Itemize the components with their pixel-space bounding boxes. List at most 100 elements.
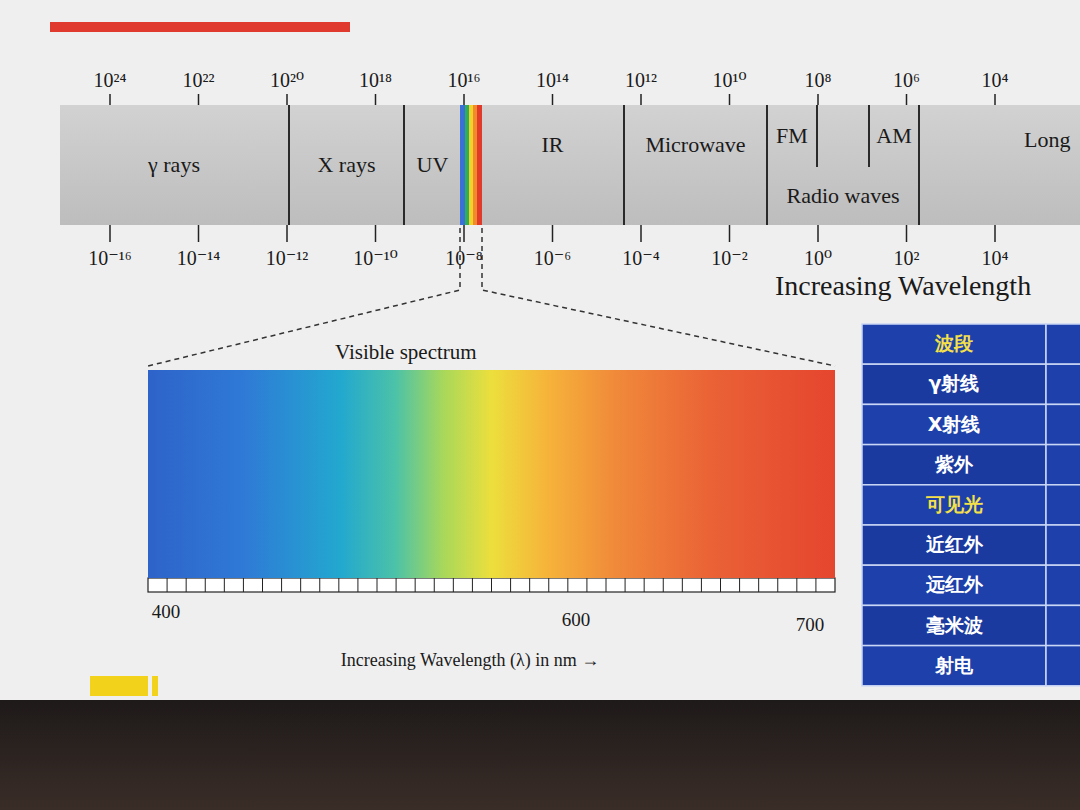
zoom-lines [148,228,835,366]
ruler-tick [300,578,301,592]
band-segment: Long [920,105,1080,225]
table-cell-box [1046,605,1080,645]
table-cell-box [1046,324,1080,364]
table-cell-box [1046,525,1080,565]
table-cell: X射线 [928,412,981,438]
table-cell-box [1046,404,1080,444]
tick [198,94,200,105]
ruler-tick [491,578,492,592]
rainbow-stripe [473,105,477,225]
ruler-tick [529,578,530,592]
wavelength-label: 10⁻⁴ [622,246,660,270]
frequency-label: 10¹⁴ [536,69,569,92]
wavelength-label: 10⁻⁶ [534,246,572,270]
spectrum-heading: Visible spectrum [335,340,477,365]
wavelength-label: 10⁴ [982,247,1009,270]
tick [286,225,288,242]
wavelength-label: 10⁻¹² [266,246,309,270]
table-cell: 近红外 [926,532,983,558]
ruler-tick [510,578,511,592]
scale-number: 600 [562,609,591,631]
ruler-tick [377,578,378,592]
band-segment: Microwave [625,105,768,225]
ruler-tick [319,578,320,592]
ruler-tick [262,578,263,592]
tick [463,94,465,105]
ruler-tick [205,578,206,592]
table-cell-box [1046,445,1080,485]
tick [906,225,908,242]
table-cell: 可见光 [926,492,983,518]
tick [994,225,996,242]
band-segment: FM [768,105,818,167]
wavelength-label: 10⁻² [711,246,748,270]
frequency-label: 10²² [183,69,215,92]
tick [463,225,465,242]
wavelength-label: 10⁻⁸ [445,246,483,270]
wavelength-label: 10⁻¹⁴ [177,246,221,270]
red-bar [50,22,350,32]
table-cell: 紫外 [935,452,973,478]
tick [552,94,554,105]
ruler-tick [243,578,244,592]
band-segment: IR [482,105,625,225]
tick [906,94,908,105]
ruler-tick [186,578,187,592]
table-cell-box [862,646,1046,686]
ruler-tick [777,578,778,592]
ruler-tick [758,578,759,592]
band-name: FM [776,123,808,149]
band-name: IR [542,132,564,158]
table-cell-box [862,364,1046,404]
tick [109,225,111,242]
spectrum-band [60,105,1080,225]
frequency-label: 10²⁴ [94,69,127,92]
tick [994,94,996,105]
table-cell: γ射线 [929,371,980,397]
ruler-tick [606,578,607,592]
frequency-label: 10⁸ [805,69,832,92]
screen [0,0,1080,700]
tick [817,94,819,105]
ruler-tick [739,578,740,592]
rainbow-strip [460,105,482,225]
tick [552,225,554,242]
ruler-tick [720,578,721,592]
table-cell-box [862,565,1046,605]
table-cell: 波段 [935,331,973,357]
table-cell: 远红外 [926,572,983,598]
ruler-tick [434,578,435,592]
ruler-tick [701,578,702,592]
wavelength-label: 10⁰ [804,246,832,270]
axis-caption: Increasing Wavelength (λ) in nm → [341,650,599,671]
table-cell-box [1046,485,1080,525]
frequency-label: 10¹⁸ [359,69,392,92]
tick [286,94,288,105]
frequency-label: 10⁴ [982,69,1009,92]
tick [640,94,642,105]
rainbow-stripe [469,105,473,225]
band-table [862,324,1080,686]
band-name: X rays [317,152,375,178]
ruler-tick [567,578,568,592]
table-cell-box [862,404,1046,444]
tick [198,225,200,242]
frequency-label: 10²⁰ [270,68,304,92]
band-name: Long [1024,127,1070,153]
tick [729,94,731,105]
tick [375,94,377,105]
band-segment: X rays [290,105,405,225]
ruler-strip [148,578,835,592]
table-cell-box [862,324,1046,364]
tick [640,225,642,242]
tick [817,225,819,242]
tick [729,225,731,242]
frequency-label: 10¹⁰ [712,68,746,92]
ruler-tick [224,578,225,592]
band-name: AM [876,123,911,149]
ruler-tick [281,578,282,592]
band-segment: γ rays [60,105,290,225]
ruler-tick [625,578,626,592]
ruler-tick [682,578,683,592]
band-segment: AM [868,105,918,167]
